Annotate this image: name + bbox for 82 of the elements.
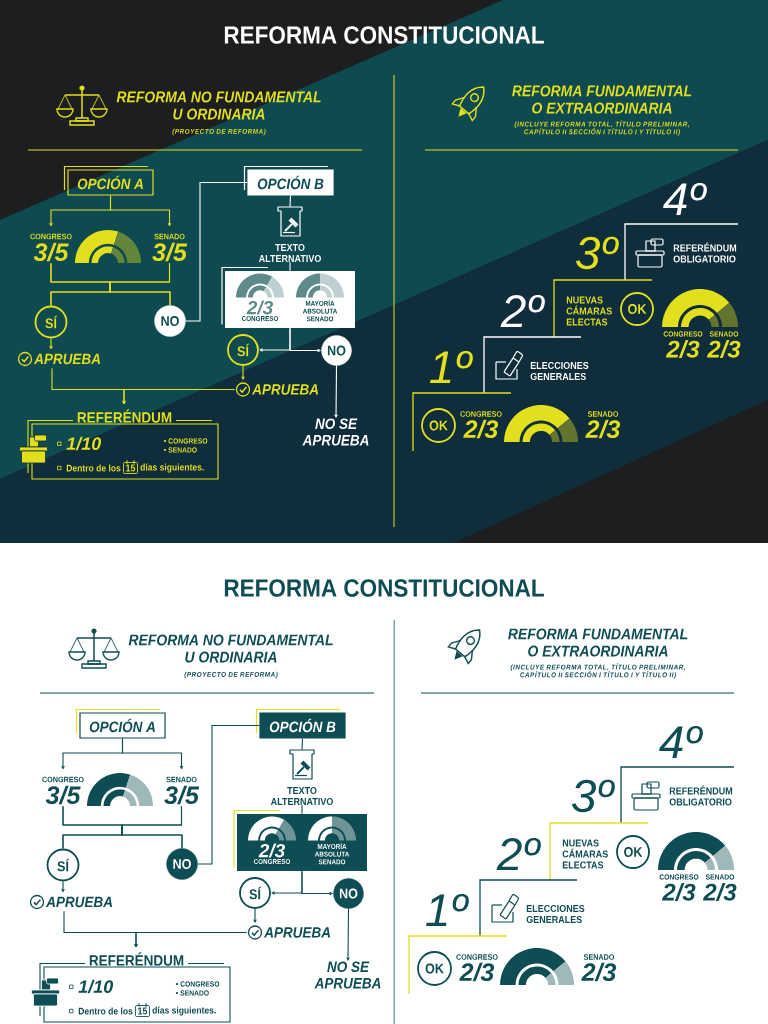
vote-box <box>221 266 355 328</box>
connector-line <box>62 805 183 850</box>
outcome-text: NO SE APRUEBA <box>302 418 369 446</box>
step-text: ELECCIONES GENERALES <box>526 904 585 924</box>
step-number: 2º <box>496 837 541 871</box>
box-heading: REFERÉNDUM <box>77 409 172 423</box>
box-heading: REFERÉNDUM <box>89 952 184 966</box>
section-heading: REFORMA NO FUNDAMENTAL U ORDINARIA <box>116 91 321 120</box>
outcome-text: APRUEBA <box>45 896 112 908</box>
arrow <box>346 908 350 961</box>
step-text: NUEVAS CÁMARAS ELECTAS <box>566 296 612 326</box>
fraction-number: 3/5 <box>164 785 200 805</box>
caption-text: TEXTO ALTERNATIVO <box>258 243 321 263</box>
fraction-number: 1/10 <box>66 436 102 451</box>
arrow <box>334 365 338 418</box>
option-box: OPCIÓN B <box>243 165 334 196</box>
page-title: REFORMA CONSTITUCIONAL <box>224 26 544 44</box>
connector-line <box>50 262 171 307</box>
fraction-number: 2/3 <box>258 843 285 858</box>
chamber-label: CONGRESO <box>42 776 84 783</box>
step-number: 4º <box>663 182 707 216</box>
section-heading: REFORMA NO FUNDAMENTAL U ORDINARIA <box>128 634 333 663</box>
arrow <box>109 195 172 227</box>
arrow <box>134 931 248 948</box>
fraction-number: 2/3 <box>585 419 621 439</box>
fraction-number: 2/3 <box>246 300 273 315</box>
fraction-number: 2/3 <box>665 340 700 358</box>
fraction-number: 3/5 <box>45 785 81 805</box>
step-number: 2º <box>500 294 545 328</box>
fraction-number: 2/3 <box>702 883 737 901</box>
page-title: REFORMA CONSTITUCIONAL <box>224 579 544 597</box>
caption-text: TEXTO ALTERNATIVO <box>270 786 333 806</box>
outcome-text: APRUEBA <box>33 353 100 365</box>
connector-line <box>185 181 248 322</box>
step-number: 1º <box>430 350 473 384</box>
step-text: REFERÉNDUM OBLIGATORIO <box>673 242 737 263</box>
fraction-number: 3/5 <box>152 242 188 262</box>
step-number: 3º <box>575 236 619 270</box>
arrow <box>253 908 257 923</box>
fraction-number: 2/3 <box>706 340 741 358</box>
note-text: días siguientes. <box>152 1006 216 1016</box>
chamber-label: SENADO <box>166 776 197 783</box>
step-text: ELECCIONES GENERALES <box>530 361 589 381</box>
section-heading: REFORMA FUNDAMENTAL O EXTRAORDINARIA <box>508 628 688 657</box>
fraction-number: 2/3 <box>581 962 617 982</box>
step-text: REFERÉNDUM OBLIGATORIO <box>669 785 733 806</box>
calendar-date: 15 <box>135 1002 150 1017</box>
arrow <box>301 870 333 896</box>
step-text: NUEVAS CÁMARAS ELECTAS <box>562 839 608 869</box>
fraction-number: 3/5 <box>33 242 69 262</box>
chamber-label: CONGRESO <box>30 233 72 240</box>
arrow <box>61 880 65 893</box>
connector-line <box>289 195 292 208</box>
arrow <box>289 327 321 353</box>
connector-line <box>301 804 303 815</box>
connector-line <box>301 738 304 751</box>
section-heading: REFORMA FUNDAMENTAL O EXTRAORDINARIA <box>512 85 692 114</box>
step-number: 3º <box>571 779 615 813</box>
vote-box <box>233 809 367 871</box>
outcome-text: NO SE APRUEBA <box>314 961 381 989</box>
step-number: 1º <box>426 893 469 927</box>
option-box: OPCIÓN A <box>75 708 166 739</box>
connector-line <box>289 261 291 272</box>
arrow <box>122 388 236 405</box>
fraction-number: 1/10 <box>78 979 114 994</box>
arrow <box>49 337 53 350</box>
outcome-text: APRUEBA <box>263 927 330 938</box>
note-text: Dentro de los <box>78 1007 133 1015</box>
chamber-label: SENADO <box>154 233 185 240</box>
arrow <box>241 365 245 380</box>
option-box: OPCIÓN B <box>255 708 346 739</box>
arrow <box>121 738 184 770</box>
chamber-label: SENADO <box>583 954 615 960</box>
note-text: días siguientes. <box>140 463 204 473</box>
outcome-text: APRUEBA <box>251 384 318 395</box>
chamber-label: SENADO <box>587 411 619 417</box>
calendar-date: 15 <box>123 459 138 474</box>
fraction-number: 2/3 <box>661 883 696 901</box>
note-text: Dentro de los <box>66 464 121 472</box>
step-number: 4º <box>659 725 703 759</box>
option-box: OPCIÓN A <box>63 165 154 196</box>
connector-line <box>197 724 260 865</box>
